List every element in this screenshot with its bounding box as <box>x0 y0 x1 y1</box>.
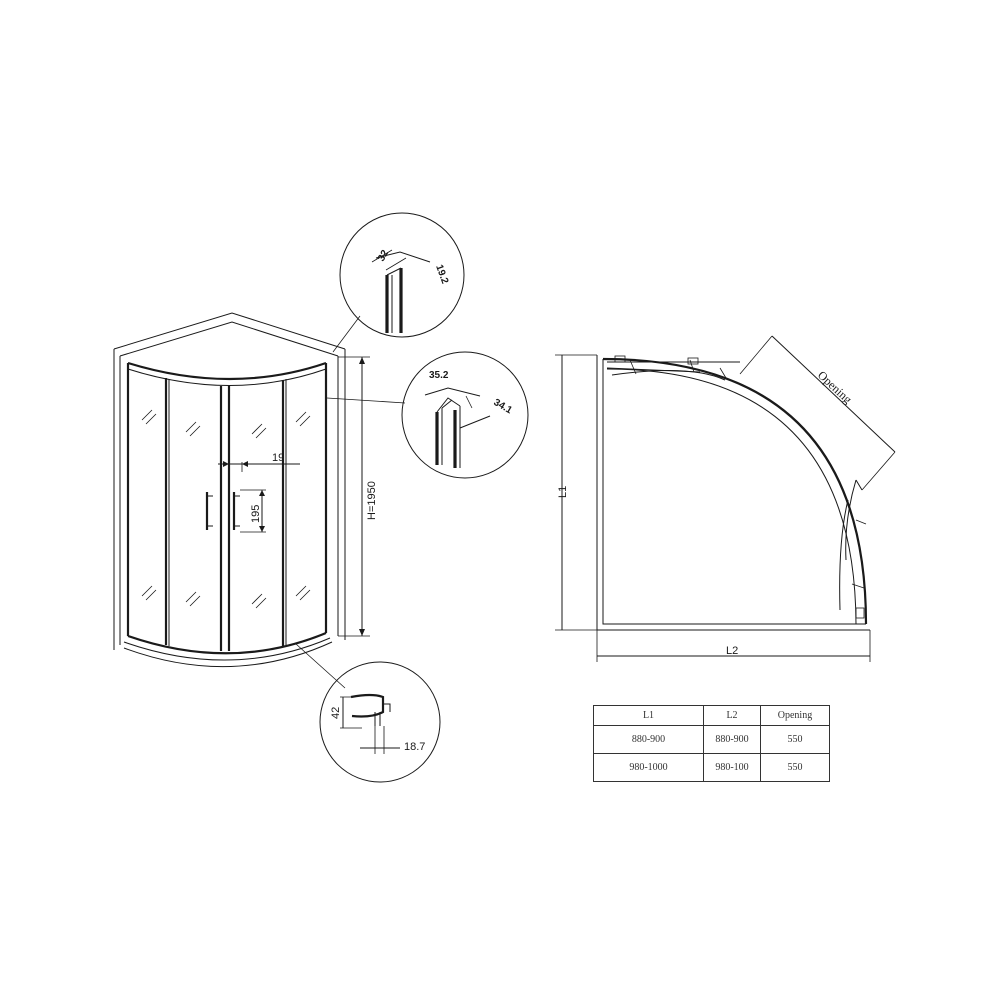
front-elevation: 19 195 H=1950 <box>113 312 406 689</box>
table-header-row: L1 L2 Opening <box>593 705 830 726</box>
table-cell: 880-900 <box>703 725 761 754</box>
plan-view: L1 L2 Opening <box>555 335 896 662</box>
table-header-opening: Opening <box>760 705 830 726</box>
table-row: 880-900 880-900 550 <box>593 725 830 754</box>
size-table: L1 L2 Opening 880-900 880-900 550 980-10… <box>593 705 830 782</box>
table-cell: 550 <box>760 725 830 754</box>
table-cell: 550 <box>760 753 830 782</box>
plan-side-label: L1 <box>557 486 569 498</box>
table-cell: 980-1000 <box>593 753 704 782</box>
handle-offset-dim: 19 <box>272 452 284 464</box>
plan-opening-label: Opening <box>815 368 855 406</box>
table-cell: 980-100 <box>703 753 761 782</box>
detail-tray-profile: 42 18.7 <box>319 661 441 783</box>
table-header-l2: L2 <box>703 705 761 726</box>
frame-width-dim: 19.2 <box>433 263 450 285</box>
detail-side-profile: 35.2 34.1 <box>401 351 529 479</box>
plan-width-label: L2 <box>726 645 738 657</box>
table-cell: 880-900 <box>593 725 704 754</box>
height-dim: H=1950 <box>366 481 378 520</box>
tray-height-dim: 42 <box>330 707 342 719</box>
frame-depth-dim: 32 <box>376 248 391 264</box>
profile-width-dim: 34.1 <box>492 397 515 416</box>
table-row: 980-1000 980-100 550 <box>593 753 830 782</box>
profile-depth-dim: 35.2 <box>429 370 449 381</box>
tray-width-dim: 18.7 <box>404 741 425 753</box>
handle-height-dim: 195 <box>250 505 262 523</box>
table-header-l1: L1 <box>593 705 704 726</box>
